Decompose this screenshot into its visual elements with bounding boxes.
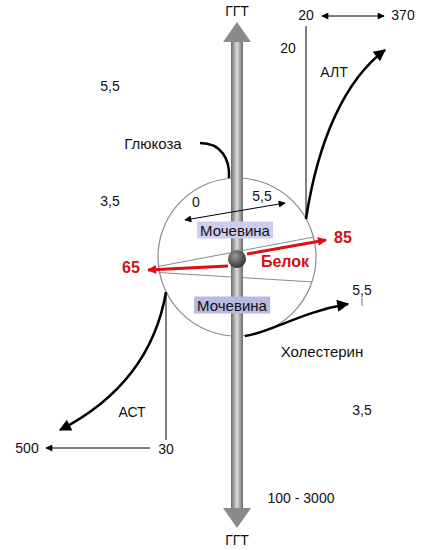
enzyme-label: АСТ	[118, 405, 145, 419]
scale-value: 20	[280, 41, 296, 55]
node-text: Глюкоза	[124, 136, 181, 151]
protein-arrow	[247, 240, 326, 254]
ggt-shaft	[223, 22, 251, 528]
node-text: Мочевина	[194, 297, 270, 314]
urea-lower-half: Мочевина	[158, 268, 316, 338]
axis-label: ГГТ	[225, 533, 249, 547]
protein-wedge: Белок	[158, 234, 316, 284]
node-outline	[150, 234, 330, 283]
glucose-curve	[200, 143, 229, 178]
scale-value: 5,5	[352, 283, 371, 297]
scale-value: 20	[298, 8, 314, 22]
node-text: Белок	[261, 254, 309, 270]
scale-value: 3,5	[352, 403, 371, 417]
alt-scale	[306, 16, 385, 219]
cholesterol-arrow-shape: Холестерин	[274, 306, 422, 396]
scale-value: 100 - 3000	[268, 491, 335, 505]
tick-line	[362, 298, 363, 306]
protein-arrow	[148, 266, 228, 270]
scale-value: 3,5	[100, 194, 119, 208]
enzyme-label: АЛТ	[320, 65, 347, 79]
node-outline	[48, 98, 200, 188]
glucose-arrow-shape: Глюкоза	[48, 98, 200, 188]
axis-label: ГГТ	[225, 4, 249, 18]
scale-value: 5,5	[100, 79, 119, 93]
node-outline	[274, 306, 422, 396]
center-ball	[228, 250, 246, 268]
scale-value: 30	[158, 442, 174, 456]
scale-value: 500	[15, 441, 38, 455]
node-text: Холестерин	[281, 344, 364, 359]
scale-value: 85	[334, 230, 352, 246]
ast-scale	[46, 292, 166, 448]
node-text: Мочевина	[197, 222, 273, 239]
range-arrow	[185, 203, 285, 220]
node-outline	[150, 272, 330, 340]
scale-value: 370	[391, 8, 414, 22]
node-text: 5,5	[252, 189, 271, 203]
scale-value: 65	[122, 260, 140, 276]
node-text: 0	[192, 195, 200, 209]
